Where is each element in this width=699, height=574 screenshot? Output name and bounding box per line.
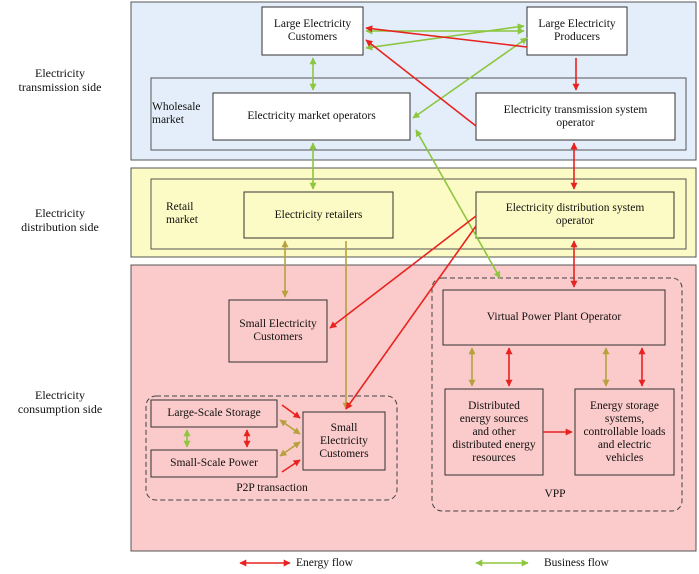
small-customers-top-label: Small Electricity Customers (239, 318, 317, 343)
legend-business-label: Business flow (544, 557, 609, 569)
large-customers-box (261, 6, 364, 56)
retailers-label: Electricity retailers (274, 208, 363, 221)
distribution-side-label: Electricity distribution side (21, 206, 99, 234)
vpp-group (431, 277, 683, 512)
retailers-box (243, 191, 394, 239)
energy-flow-storage-p2p (281, 404, 301, 419)
business-flow-producers-operators (412, 37, 528, 119)
small-power-box (150, 449, 278, 478)
dso-label: Electricity distribution system operator (505, 202, 645, 227)
small-customers-top-box (228, 299, 328, 363)
p2p-group-label: P2P transaction (236, 481, 308, 494)
wholesale-market-label: Wholesale market (152, 101, 201, 126)
energy-flow-dso-p2p (345, 225, 477, 410)
energy-flow-dso-small-customers (329, 215, 477, 329)
energy-flow-tso-customers (365, 39, 477, 127)
vpp-group-label: VPP (544, 487, 566, 500)
business-flow-power-p2p (279, 441, 301, 457)
small-customers-p2p-label: Small Electricity Customers (319, 421, 369, 460)
small-customers-p2p-box (302, 411, 386, 471)
transmission-side-label: Electricity transmission side (18, 66, 102, 94)
dso-box (475, 191, 675, 239)
large-producers-label: Large Electricity Producers (538, 18, 616, 43)
market-operators-label: Electricity market operators (247, 110, 376, 122)
tso-label: Electricity transmission system operator (503, 103, 648, 129)
storage-systems-label: Energy storage systems, controllable loa… (583, 399, 666, 464)
small-power-label: Small-Scale Power (170, 457, 258, 469)
distributed-box (444, 388, 544, 476)
distributed-label: Distributed energy sources and other dis… (452, 399, 536, 464)
energy-flow-power-p2p (281, 459, 301, 473)
market-operators-box (212, 92, 411, 141)
energy-flow-producers-customers (365, 25, 528, 48)
large-producers-box (526, 6, 628, 56)
business-flow-storage-p2p (279, 419, 301, 435)
legend-energy-label: Energy flow (296, 557, 353, 569)
vpp-operator-box (442, 289, 666, 346)
business-flow-operators-vpp (415, 129, 501, 279)
vpp-operator-label: Virtual Power Plant Operator (486, 311, 622, 323)
retail-market-label: Retail market (166, 201, 198, 226)
large-customers-label: Large Electricity Customers (273, 18, 352, 43)
p2p-group (145, 395, 398, 501)
consumption-side-label: Electricity consumption side (17, 388, 103, 416)
storage-systems-box (574, 388, 675, 476)
large-storage-box (150, 399, 278, 428)
large-storage-label: Large-Scale Storage (167, 407, 261, 419)
